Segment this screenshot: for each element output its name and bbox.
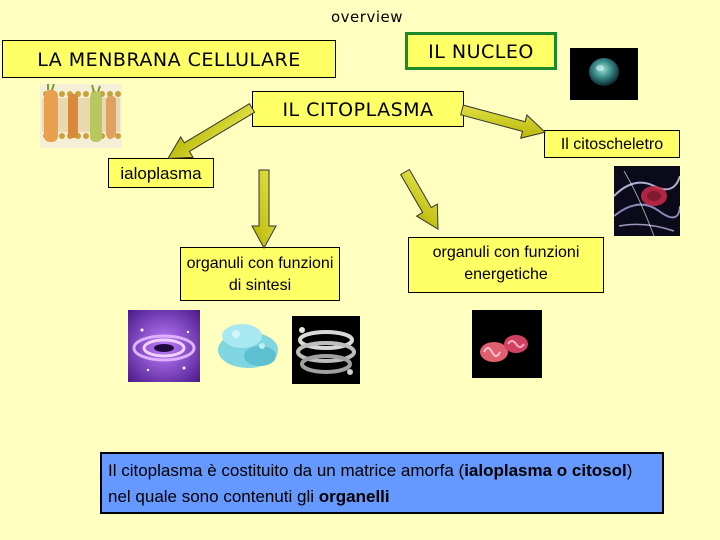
arrow-to-citoscheletro bbox=[460, 104, 547, 139]
membrana-node: LA MENBRANA CELLULARE bbox=[2, 40, 336, 78]
membrane-image bbox=[40, 84, 122, 148]
mitochondria-image bbox=[472, 310, 542, 378]
arrow-to-energetiche bbox=[399, 168, 439, 231]
energetiche-node: organuli con funzioni energetiche bbox=[408, 237, 604, 293]
er-image bbox=[128, 310, 200, 382]
citoscheletro-node: Il citoscheletro bbox=[544, 130, 680, 158]
caption-text-2: ) nel quale sono contenuti gli bbox=[108, 461, 633, 506]
caption-text: Il citoplasma è costituito da un matrice… bbox=[108, 461, 465, 480]
caption-box: Il citoplasma è costituito da un matrice… bbox=[100, 452, 664, 514]
nucleus-image bbox=[570, 48, 638, 100]
caption-bold-ialoplasma: ialoplasma o citosol bbox=[464, 461, 627, 480]
cytoskeleton-image bbox=[614, 166, 680, 236]
arrow-to-sintesi bbox=[251, 169, 277, 250]
ialoplasma-node: ialoplasma bbox=[108, 158, 214, 188]
nucleo-node: IL NUCLEO bbox=[405, 32, 557, 70]
citoplasma-node: IL CITOPLASMA bbox=[252, 91, 464, 127]
diagram-title: overview bbox=[331, 8, 403, 26]
caption-bold-organelli: organelli bbox=[318, 487, 390, 506]
arrow-to-ialoplasma bbox=[167, 103, 256, 160]
ribosome-image bbox=[212, 316, 286, 374]
sintesi-node: organuli con funzioni di sintesi bbox=[180, 247, 340, 301]
golgi-image bbox=[292, 316, 360, 384]
